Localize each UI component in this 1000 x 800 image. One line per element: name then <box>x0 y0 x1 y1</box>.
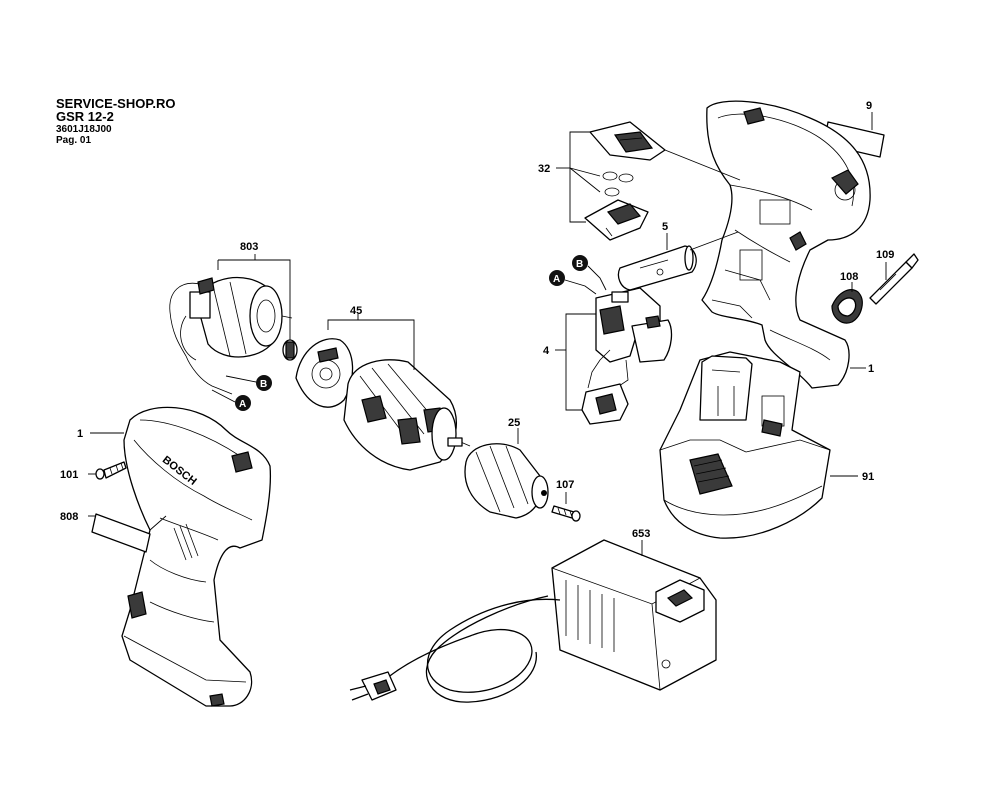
label-32[interactable]: 32 <box>538 163 550 175</box>
label-808[interactable]: 808 <box>60 511 78 523</box>
label-107[interactable]: 107 <box>556 479 574 491</box>
bracket-803 <box>217 254 291 340</box>
label-108[interactable]: 108 <box>840 271 858 283</box>
label-5[interactable]: 5 <box>662 221 668 233</box>
part-45-gearbox-plate[interactable] <box>295 338 354 408</box>
label-803[interactable]: 803 <box>240 241 258 253</box>
connector-b-right: B <box>572 255 588 271</box>
label-9[interactable]: 9 <box>866 100 872 112</box>
header-shop: SERVICE-SHOP.RO <box>56 96 176 111</box>
leader-808b <box>149 515 167 531</box>
bracket-4-top <box>565 313 596 350</box>
svg-text:B: B <box>576 259 583 270</box>
part-32-switch-cover-top[interactable] <box>589 121 666 161</box>
svg-text:A: A <box>553 274 560 285</box>
leader-5b <box>689 231 739 251</box>
part-803-motor[interactable] <box>169 276 298 395</box>
svg-text:A: A <box>239 399 246 410</box>
grip-texture <box>173 523 199 561</box>
part-32-switch-cover-bottom[interactable] <box>584 199 649 241</box>
label-1-right[interactable]: 1 <box>868 363 874 375</box>
header-model: GSR 12-2 <box>56 109 114 124</box>
part-808-nameplate[interactable] <box>91 513 151 553</box>
part-5-direction-switch[interactable] <box>617 245 697 291</box>
connector-a-right: A <box>549 270 565 286</box>
part-91-battery-pack[interactable] <box>659 351 831 539</box>
part-1-right-housing[interactable] <box>701 100 871 389</box>
bracket-4-bottom <box>565 350 582 411</box>
part-45-gearbox[interactable] <box>343 359 471 471</box>
label-101[interactable]: 101 <box>60 469 78 481</box>
part-32-clips[interactable] <box>602 171 634 197</box>
bracket-45 <box>327 314 415 370</box>
part-1-left-housing[interactable]: BOSCH <box>121 406 272 707</box>
connector-b-left: B <box>256 375 272 391</box>
part-653-battery-charger[interactable] <box>551 539 717 691</box>
label-25[interactable]: 25 <box>508 417 520 429</box>
label-109[interactable]: 109 <box>876 249 894 261</box>
part-108-bit-holder[interactable] <box>831 289 863 324</box>
label-45[interactable]: 45 <box>350 305 362 317</box>
part-101-housing-screw[interactable] <box>95 461 127 480</box>
wire-b-left <box>225 375 257 383</box>
svg-text:B: B <box>260 379 267 390</box>
part-25-keyless-chuck[interactable] <box>464 443 549 519</box>
power-cord <box>379 595 561 703</box>
label-653[interactable]: 653 <box>632 528 650 540</box>
label-4[interactable]: 4 <box>543 345 550 357</box>
part-107-chuck-screw[interactable] <box>551 505 581 522</box>
part-4-trigger-switch[interactable] <box>581 287 673 425</box>
euro-plug <box>349 671 397 701</box>
part-32-bracket <box>556 131 741 223</box>
motor-pinion <box>282 339 298 361</box>
connector-a-left: A <box>235 395 251 411</box>
wire-a-left <box>211 389 236 403</box>
label-91[interactable]: 91 <box>862 471 874 483</box>
header-page: Pag. 01 <box>56 135 92 146</box>
part-109-screwdriver-bit[interactable] <box>869 253 919 305</box>
wire-a-right <box>564 279 597 295</box>
wire-b-right <box>587 265 607 291</box>
header-code: 3601J18J00 <box>56 124 112 135</box>
label-1-left[interactable]: 1 <box>77 428 83 440</box>
